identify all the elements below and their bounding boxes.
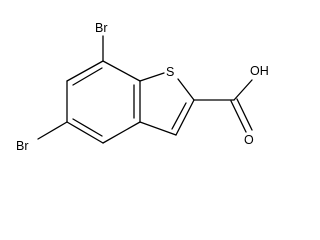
atom-label-bromine-left: Br bbox=[16, 139, 29, 153]
bond-c6-c7 bbox=[66, 60, 104, 82]
atom-label-carbonyl-oxygen: O bbox=[244, 133, 254, 147]
bond-c4-c5-inner bbox=[72, 118, 103, 137]
bond-c2-c3 bbox=[175, 99, 195, 136]
molecule-diagram: Br Br S OH O bbox=[16, 21, 269, 153]
bond-c6-c7-inner bbox=[72, 67, 103, 86]
bond-c3-c3a bbox=[139, 121, 177, 136]
atom-labels: Br Br S OH O bbox=[16, 21, 269, 153]
atom-label-bromine-top: Br bbox=[95, 21, 108, 35]
bond-carboxyl-o-1 bbox=[230, 100, 247, 133]
bond-c4-c5 bbox=[66, 121, 104, 144]
bond-c7-c7a bbox=[102, 60, 141, 82]
bond-s1-c2 bbox=[177, 78, 195, 101]
bond-c5-br bbox=[37, 121, 68, 140]
bond-c3a-c4 bbox=[102, 121, 141, 144]
atom-label-sulfur: S bbox=[166, 65, 174, 79]
bond-carboxyl-oh bbox=[233, 79, 253, 101]
bond-lines bbox=[37, 35, 253, 144]
atom-label-hydroxyl: OH bbox=[250, 64, 269, 78]
bond-c2-c3-inner bbox=[171, 102, 187, 130]
bond-carboxyl-o-2 bbox=[236, 98, 253, 131]
bond-c7a-s1 bbox=[139, 72, 165, 82]
